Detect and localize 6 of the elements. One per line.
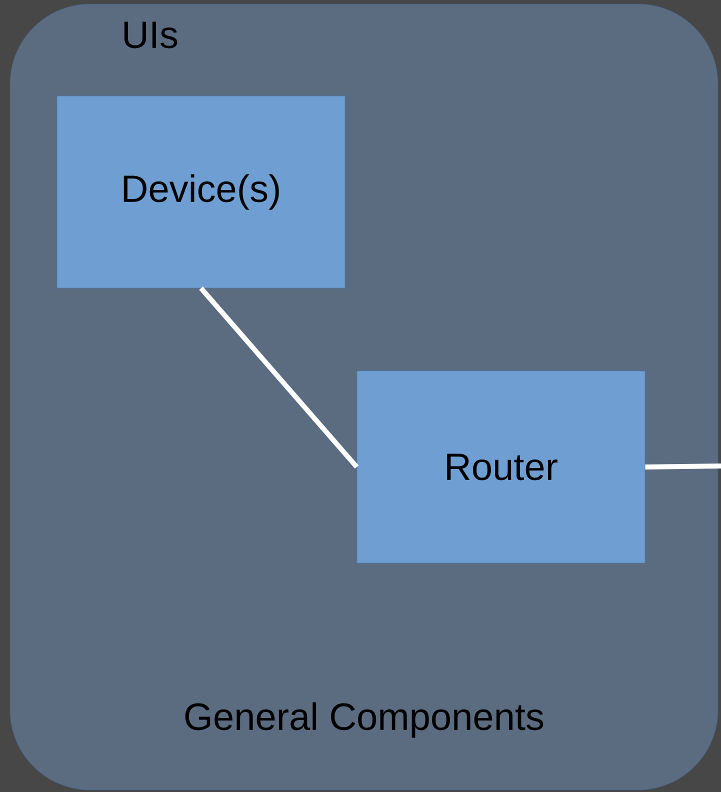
connector-line [199,286,359,469]
component-box: Router [356,370,646,564]
component-box: Device(s) [56,96,346,288]
connector-line [645,464,721,470]
panel-heading: UIs [124,22,178,48]
panel-heading: General Components [185,702,544,738]
